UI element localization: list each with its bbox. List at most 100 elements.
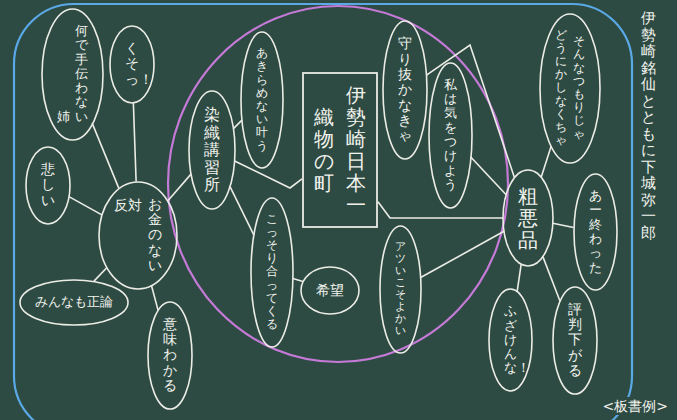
thought-bubble: あきらめない 叶う [240,31,284,169]
bubble-content: 粗悪品 [518,185,538,251]
board-title: 伊勢崎銘仙とともに 下城弥一郎 [641,10,656,241]
thought-bubble: 守り抜か なきゃ [382,20,428,160]
bubble-content: あきらめない 叶う [256,47,268,153]
chalk-line [378,202,503,218]
bubble-content: 守り抜か なきゃ [398,36,412,144]
chalk-text: 反対 [114,197,142,213]
bubble-outline [302,72,378,228]
chalk-line [517,264,521,292]
thought-bubble: アツいこそ よかい [379,225,422,354]
bubble-border [251,198,293,347]
bubble-content: 伊勢崎 日本一織物の町 [314,84,366,216]
outer-circle [14,4,632,420]
chalk-text: みんなも正論 [35,295,113,310]
bubble-content: みんなも正論 [35,295,113,310]
bubble-content: ふざけんな！ [504,304,517,375]
chalk-line [151,285,158,310]
thought-bubble: くそっ！ [109,25,155,104]
chalk-text: 意味わかる [163,317,177,394]
chalk-text: 何で手伝わない [75,24,88,124]
bubble-border [20,280,128,325]
bubble-border [429,63,472,208]
chalk-text: ふざけんな！ [504,304,517,375]
chalk-line [168,174,191,201]
bubble-content: あー 終わった [589,189,602,275]
bubble-border [489,289,532,391]
chalk-text: あー 終わった [589,189,602,275]
chalk-line [543,257,560,301]
bubble-border [301,267,359,314]
chalk-text: そんなつもりじゃ [573,35,585,141]
bubble-content: 悲しい [41,162,55,208]
thought-bubble: みんなも正論 [19,279,129,326]
chalk-text: こっそり 合ってくる [266,213,278,332]
chalk-text: 染織講習所 [204,106,220,194]
chalk-line [94,267,107,281]
chalk-text: あきらめない 叶う [256,47,268,153]
bubble-border [553,287,597,394]
bubble-border [189,91,235,209]
chalk-text: 評判下がる [568,302,582,379]
chalk-text: くそっ！ [125,41,139,87]
bubble-border [380,226,421,353]
bubble-border [383,21,427,159]
thought-bubble: あー 終わった [573,173,618,291]
bubble-border [42,9,103,140]
chalk-line [133,102,136,181]
bubble-outline [539,13,601,164]
chalk-line [541,146,551,177]
chalk-line [92,123,119,188]
bubble-content: 私は 気をつけよう [444,78,457,192]
thought-bubble: 意味わかる [147,301,193,410]
thought-bubble: 反対お金のない [98,181,178,290]
bubble-border [540,14,600,163]
thought-bubble: 私は 気をつけよう [428,62,473,209]
bubble-content: そんなつもりじゃどうにか しなくちゃ [555,29,585,148]
chalk-text: 私は 気をつけよう [444,78,457,192]
chalk-line [471,157,507,195]
thought-bubble: 悲しい [25,146,71,225]
bubble-content: 染織講習所 [204,106,220,194]
bubble-content: くそっ！ [125,41,139,87]
chalk-line [420,231,504,277]
bubble-content: 反対お金のない [114,197,162,274]
chalk-line [233,120,242,129]
chalk-text: お金のない [148,197,162,274]
chalk-text: 伊勢崎 日本一 [346,84,366,216]
chalk-line [230,187,254,235]
bubble-border [574,174,617,290]
chalk-text: 粗悪品 [518,185,538,251]
bubble-content: 意味わかる [163,317,177,394]
chalk-text: 織物の町 [314,106,334,194]
bubble-content: 希望 [316,282,344,298]
chalk-line [293,278,303,281]
bubble-content: こっそり 合ってくる [266,213,278,332]
example-tag: <板書例> [600,397,671,415]
chalk-text: 希望 [316,282,344,298]
thought-bubble: 評判下がる [552,286,598,395]
chalk-text: 守り抜か なきゃ [398,36,412,144]
topic-box: 伊勢崎 日本一織物の町 [302,72,378,228]
bubble-content: アツいこそ よかい [395,241,406,338]
inner-circle [168,6,508,362]
bubble-content: 何で手伝わない姉 [57,24,88,124]
thought-bubble: 粗悪品 [502,169,554,267]
bubble-outline [41,8,104,141]
bubble-border [148,302,192,409]
thought-bubble: 希望 [300,266,360,315]
thought-bubble: こっそり 合ってくる [250,197,294,348]
chalk-line [69,197,102,215]
thought-bubble: 何で手伝わない姉 [41,8,104,141]
bubble-border [26,147,70,224]
chalk-text: 姉 [57,110,70,124]
bubble-border [241,32,283,168]
thought-bubble: ふざけんな！ [488,288,533,392]
chalk-line [553,223,574,227]
bubble-border [110,26,154,103]
chalk-text: 悲しい [41,162,55,208]
bubble-border [99,182,177,289]
bubble-content: 評判下がる [568,302,582,379]
thought-bubble: そんなつもりじゃどうにか しなくちゃ [539,13,601,164]
